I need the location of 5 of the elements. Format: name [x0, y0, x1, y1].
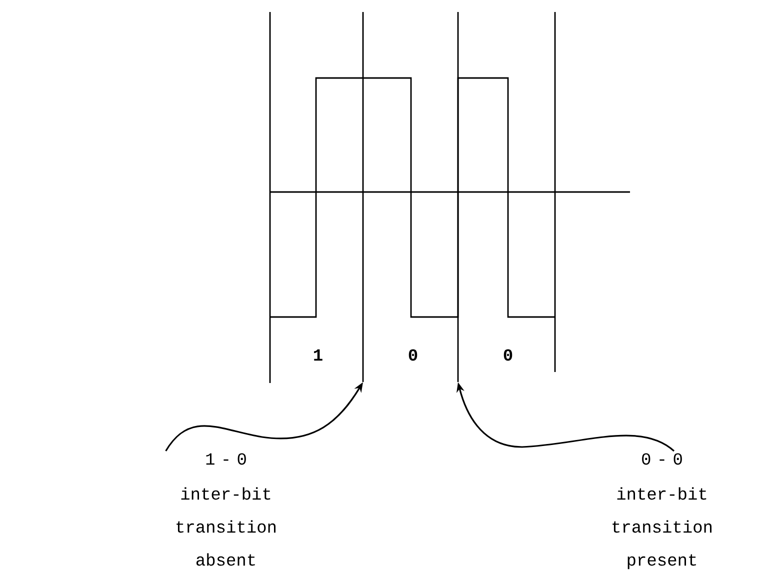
bit-label: 1 — [314, 349, 322, 361]
annotation-text: 0 - 0 inter-bit transition present — [612, 453, 712, 570]
bit-label: 0 — [504, 349, 512, 361]
bit-label: 0 — [408, 349, 418, 361]
annotation-text: 1 - 0 inter-bit transition absent — [176, 453, 276, 566]
